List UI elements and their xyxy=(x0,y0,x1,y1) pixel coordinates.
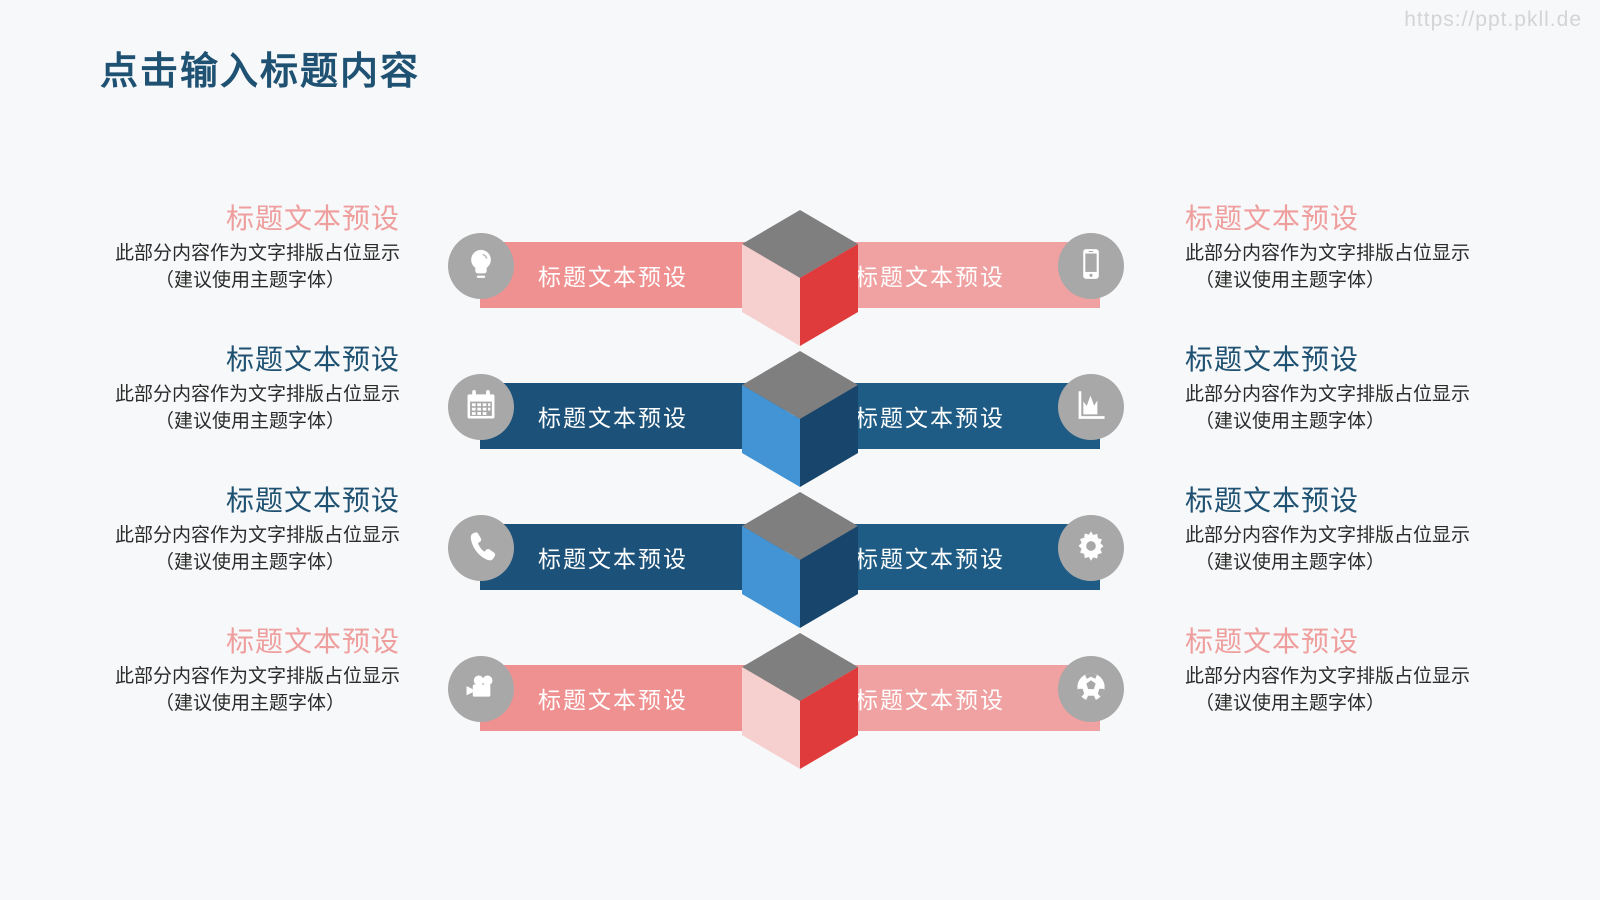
left-heading: 标题文本预设 xyxy=(225,627,400,658)
isometric-cube xyxy=(740,631,860,771)
content-row: 标题文本预设此部分内容作为文字排版占位显示（建议使用主题字体）标题文本预设标题文… xyxy=(0,200,1600,346)
endcap-left[interactable] xyxy=(448,656,514,722)
gear-icon xyxy=(1074,529,1108,568)
content-row: 标题文本预设此部分内容作为文字排版占位显示（建议使用主题字体）标题文本预设标题文… xyxy=(0,482,1600,628)
bar-right-label: 标题文本预设 xyxy=(855,547,1005,572)
content-row: 标题文本预设此部分内容作为文字排版占位显示（建议使用主题字体）标题文本预设标题文… xyxy=(0,623,1600,769)
bar-left-label: 标题文本预设 xyxy=(538,688,688,713)
bar-left[interactable]: 标题文本预设 xyxy=(480,242,785,308)
left-body: 此部分内容作为文字排版占位显示 xyxy=(114,243,400,264)
content-rows: 标题文本预设此部分内容作为文字排版占位显示（建议使用主题字体）标题文本预设标题文… xyxy=(0,200,1600,769)
center-graphic-2: 标题文本预设 标题文本预设 xyxy=(440,482,1140,628)
left-body: 此部分内容作为文字排版占位显示 xyxy=(114,384,400,405)
left-body: 此部分内容作为文字排版占位显示 xyxy=(114,666,400,687)
right-body: 此部分内容作为文字排版占位显示 xyxy=(1185,243,1471,264)
right-text-block-3: 标题文本预设此部分内容作为文字排版占位显示 （建议使用主题字体） xyxy=(1185,623,1485,717)
right-heading: 标题文本预设 xyxy=(1185,627,1360,658)
endcap-left[interactable] xyxy=(448,374,514,440)
left-text-block-1: 标题文本预设此部分内容作为文字排版占位显示 （建议使用主题字体） xyxy=(100,341,400,435)
right-text-block-1: 标题文本预设此部分内容作为文字排版占位显示 （建议使用主题字体） xyxy=(1185,341,1485,435)
right-body: 此部分内容作为文字排版占位显示 xyxy=(1185,384,1471,405)
right-body: 此部分内容作为文字排版占位显示 xyxy=(1185,666,1471,687)
right-note: （建议使用主题字体） xyxy=(1195,693,1386,714)
isometric-cube xyxy=(740,208,860,348)
left-note: （建议使用主题字体） xyxy=(154,552,345,573)
left-body: 此部分内容作为文字排版占位显示 xyxy=(114,525,400,546)
center-graphic-3: 标题文本预设 标题文本预设 xyxy=(440,623,1140,769)
endcap-right[interactable] xyxy=(1058,374,1124,440)
isometric-cube xyxy=(740,490,860,630)
bar-left[interactable]: 标题文本预设 xyxy=(480,665,785,731)
film-camera-icon xyxy=(464,670,498,709)
left-heading: 标题文本预设 xyxy=(225,204,400,235)
endcap-right[interactable] xyxy=(1058,233,1124,299)
bar-right-label: 标题文本预设 xyxy=(855,688,1005,713)
area-chart-icon xyxy=(1074,388,1108,427)
content-row: 标题文本预设此部分内容作为文字排版占位显示（建议使用主题字体）标题文本预设标题文… xyxy=(0,341,1600,487)
center-graphic-1: 标题文本预设 标题文本预设 xyxy=(440,341,1140,487)
right-note: （建议使用主题字体） xyxy=(1195,411,1386,432)
smartphone-icon xyxy=(1074,247,1108,286)
center-graphic-0: 标题文本预设 标题文本预设 xyxy=(440,200,1140,346)
calendar-icon xyxy=(464,388,498,427)
bar-left[interactable]: 标题文本预设 xyxy=(480,524,785,590)
endcap-right[interactable] xyxy=(1058,656,1124,722)
isometric-cube xyxy=(740,349,860,489)
right-heading: 标题文本预设 xyxy=(1185,345,1360,376)
right-heading: 标题文本预设 xyxy=(1185,204,1360,235)
left-heading: 标题文本预设 xyxy=(225,345,400,376)
page-title: 点击输入标题内容 xyxy=(100,51,421,93)
bar-left-label: 标题文本预设 xyxy=(538,406,688,431)
endcap-left[interactable] xyxy=(448,515,514,581)
right-text-block-2: 标题文本预设此部分内容作为文字排版占位显示 （建议使用主题字体） xyxy=(1185,482,1485,576)
right-note: （建议使用主题字体） xyxy=(1195,270,1386,291)
endcap-left[interactable] xyxy=(448,233,514,299)
left-text-block-3: 标题文本预设此部分内容作为文字排版占位显示 （建议使用主题字体） xyxy=(100,623,400,717)
right-body: 此部分内容作为文字排版占位显示 xyxy=(1185,525,1471,546)
right-text-block-0: 标题文本预设此部分内容作为文字排版占位显示 （建议使用主题字体） xyxy=(1185,200,1485,294)
left-note: （建议使用主题字体） xyxy=(154,270,345,291)
left-heading: 标题文本预设 xyxy=(225,486,400,517)
left-text-block-0: 标题文本预设此部分内容作为文字排版占位显示 （建议使用主题字体） xyxy=(100,200,400,294)
bar-left[interactable]: 标题文本预设 xyxy=(480,383,785,449)
watermark: https://ppt.pkll.de xyxy=(1404,8,1582,31)
bar-left-label: 标题文本预设 xyxy=(538,265,688,290)
bar-left-label: 标题文本预设 xyxy=(538,547,688,572)
soccer-ball-icon xyxy=(1074,670,1108,709)
left-note: （建议使用主题字体） xyxy=(154,411,345,432)
right-note: （建议使用主题字体） xyxy=(1195,552,1386,573)
right-heading: 标题文本预设 xyxy=(1185,486,1360,517)
bar-right-label: 标题文本预设 xyxy=(855,265,1005,290)
left-note: （建议使用主题字体） xyxy=(154,693,345,714)
left-text-block-2: 标题文本预设此部分内容作为文字排版占位显示 （建议使用主题字体） xyxy=(100,482,400,576)
endcap-right[interactable] xyxy=(1058,515,1124,581)
bar-right-label: 标题文本预设 xyxy=(855,406,1005,431)
phone-icon xyxy=(464,529,498,568)
lightbulb-icon xyxy=(464,247,498,286)
